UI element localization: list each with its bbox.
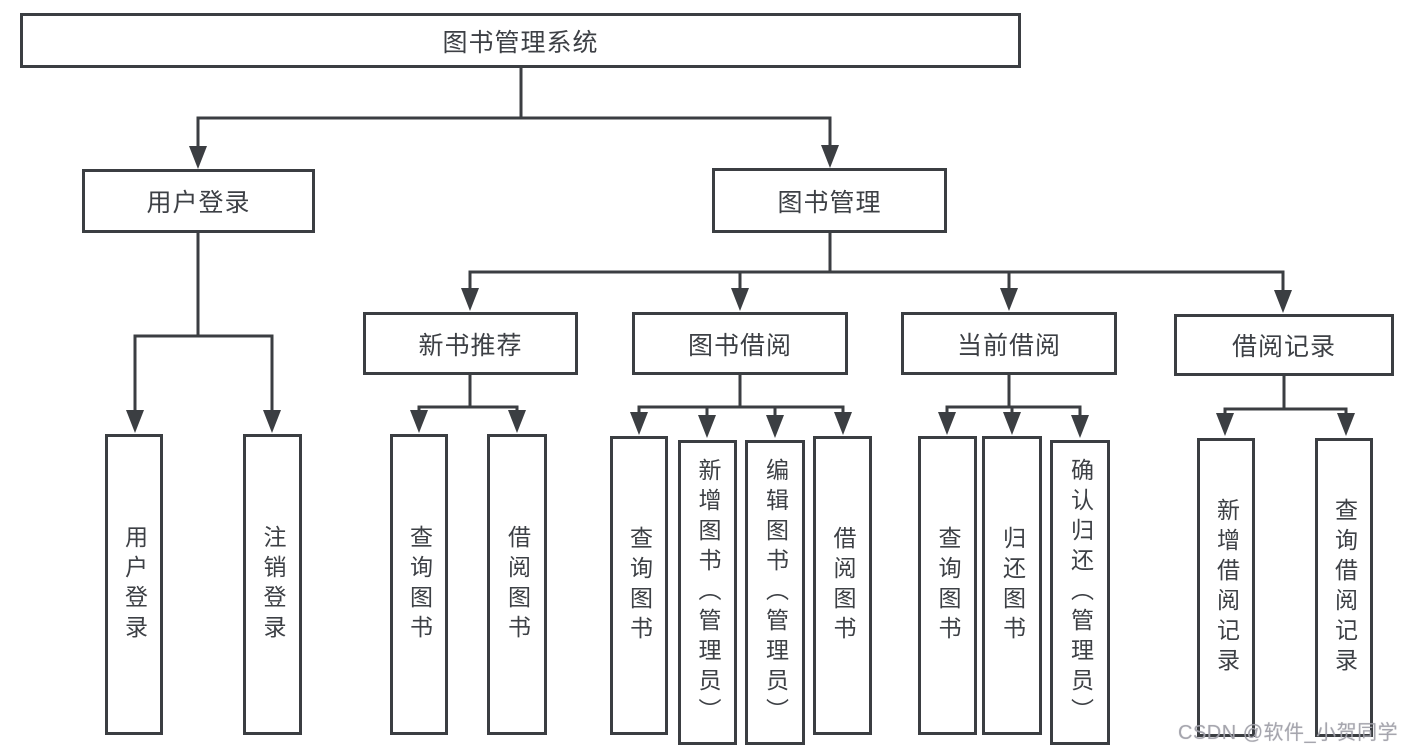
node-leaf-query-books-current-label: 查询图书 <box>935 525 961 646</box>
node-leaf-query-borrow-record-label: 查询借阅记录 <box>1331 497 1358 678</box>
arrow-down-icon <box>1003 412 1021 435</box>
node-library-management-system: 图书管理系统 <box>20 13 1021 68</box>
arrow-down-icon <box>189 146 207 169</box>
arrow-down-icon <box>834 412 852 435</box>
node-leaf-logout: 注销登录 <box>243 434 302 735</box>
node-leaf-return-books: 归还图书 <box>982 436 1042 735</box>
node-book-borrowing-label: 图书借阅 <box>687 331 792 360</box>
node-leaf-user-login-label: 用户登录 <box>121 524 148 645</box>
arrow-down-icon <box>1000 288 1018 311</box>
node-current-borrowing: 当前借阅 <box>901 312 1117 375</box>
arrowhead-icons <box>126 145 1355 438</box>
node-leaf-add-borrow-record-label: 新增借阅记录 <box>1213 497 1240 678</box>
arrow-down-icon <box>766 415 784 438</box>
node-borrowing-records: 借阅记录 <box>1174 314 1394 376</box>
arrow-down-icon <box>698 415 716 438</box>
arrow-down-icon <box>1216 413 1234 436</box>
arrow-down-icon <box>938 412 956 435</box>
node-leaf-borrow-books-borrowing: 借阅图书 <box>813 436 872 735</box>
node-user-login: 用户登录 <box>82 169 315 233</box>
node-borrowing-records-label: 借阅记录 <box>1231 333 1336 361</box>
node-book-management: 图书管理 <box>712 168 947 233</box>
arrow-down-icon <box>630 412 648 435</box>
node-leaf-confirm-return-admin: 确认归还（管理员） <box>1050 440 1110 745</box>
node-library-management-system-label: 图书管理系统 <box>442 28 599 57</box>
node-leaf-borrow-books-recommend-label: 借阅图书 <box>504 524 531 645</box>
node-leaf-query-books-current: 查询图书 <box>918 436 977 735</box>
node-new-book-recommend-label: 新书推荐 <box>418 331 523 360</box>
node-leaf-logout-label: 注销登录 <box>260 524 286 645</box>
arrow-down-icon <box>126 410 144 433</box>
arrow-down-icon <box>1274 290 1292 313</box>
node-leaf-add-books-admin: 新增图书（管理员） <box>678 440 737 745</box>
watermark: CSDN @软件_小贺同学 <box>1178 722 1399 744</box>
arrow-down-icon <box>410 410 428 433</box>
arrow-down-icon <box>263 410 281 433</box>
node-leaf-borrow-books-recommend: 借阅图书 <box>487 434 547 735</box>
arrow-down-icon <box>1071 415 1089 438</box>
node-leaf-query-books-recommend: 查询图书 <box>390 434 448 735</box>
node-leaf-add-borrow-record: 新增借阅记录 <box>1197 438 1255 737</box>
node-leaf-edit-books-admin: 编辑图书（管理员） <box>745 440 805 745</box>
arrow-down-icon <box>821 145 839 168</box>
node-leaf-edit-books-admin-label: 编辑图书（管理员） <box>762 457 789 728</box>
node-leaf-query-borrow-record: 查询借阅记录 <box>1315 438 1373 737</box>
node-user-login-label: 用户登录 <box>146 189 251 217</box>
arrow-down-icon <box>1337 413 1355 436</box>
node-book-management-label: 图书管理 <box>777 188 882 217</box>
node-current-borrowing-label: 当前借阅 <box>956 331 1061 360</box>
node-leaf-confirm-return-admin-label: 确认归还（管理员） <box>1067 457 1094 728</box>
node-leaf-query-books-recommend-label: 查询图书 <box>406 524 433 645</box>
node-leaf-user-login: 用户登录 <box>105 434 163 735</box>
arrow-down-icon <box>461 288 479 311</box>
node-leaf-add-books-admin-label: 新增图书（管理员） <box>695 457 721 728</box>
node-book-borrowing: 图书借阅 <box>632 312 848 375</box>
node-new-book-recommend: 新书推荐 <box>363 312 578 375</box>
node-leaf-return-books-label: 归还图书 <box>999 525 1026 646</box>
node-leaf-borrow-books-borrowing-label: 借阅图书 <box>830 525 856 646</box>
node-leaf-query-books-borrowing-label: 查询图书 <box>626 525 653 646</box>
arrow-down-icon <box>731 288 749 311</box>
arrow-down-icon <box>508 410 526 433</box>
node-leaf-query-books-borrowing: 查询图书 <box>610 436 668 735</box>
